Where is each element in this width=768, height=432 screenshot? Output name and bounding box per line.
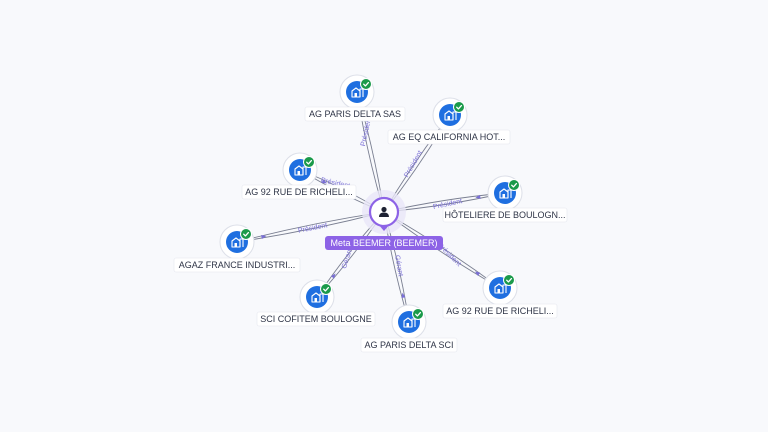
verified-check-icon bbox=[453, 101, 465, 113]
building-icon bbox=[499, 188, 512, 199]
building-icon bbox=[403, 317, 416, 328]
edge-arrow bbox=[475, 194, 481, 199]
company-node[interactable] bbox=[282, 152, 318, 188]
person-node[interactable] bbox=[362, 190, 406, 234]
company-node[interactable] bbox=[487, 175, 523, 211]
company-node-label[interactable]: AG 92 RUE DE RICHELI... bbox=[442, 303, 558, 319]
company-node-label[interactable]: AG EQ CALIFORNIA HOT... bbox=[387, 129, 511, 145]
company-node-label[interactable]: AG 92 RUE DE RICHELI... bbox=[241, 184, 357, 200]
verified-check-icon bbox=[508, 179, 520, 191]
company-name: AG PARIS DELTA SAS bbox=[309, 109, 401, 119]
company-node-label[interactable]: AG PARIS DELTA SAS bbox=[304, 106, 406, 122]
building-icon bbox=[444, 110, 457, 121]
verified-check-icon bbox=[320, 283, 332, 295]
company-name: SCI COFITEM BOULOGNE bbox=[260, 314, 372, 324]
company-node[interactable] bbox=[432, 97, 468, 133]
edge-relation-label: Président bbox=[298, 222, 328, 235]
edge-relation-label: Gérant bbox=[393, 255, 404, 277]
company-name: AG EQ CALIFORNIA HOT... bbox=[393, 132, 506, 142]
edge-arrow bbox=[321, 179, 327, 184]
building-icon bbox=[294, 165, 307, 176]
edge-relation-label: Gérant bbox=[341, 247, 354, 270]
verified-check-icon bbox=[360, 78, 372, 90]
building-icon bbox=[494, 283, 507, 294]
building-icon bbox=[231, 237, 244, 248]
person-name: Meta BEEMER (BEEMER) bbox=[330, 238, 437, 248]
company-name: AG 92 RUE DE RICHELI... bbox=[446, 306, 554, 316]
edge-relation-label: Président bbox=[403, 150, 424, 179]
nodes-layer: AG PARIS DELTA SAS AG EQ CALIFORNIA HOT..… bbox=[173, 74, 568, 353]
company-node[interactable] bbox=[299, 279, 335, 315]
company-node-label[interactable]: SCI COFITEM BOULOGNE bbox=[256, 311, 376, 327]
company-name: AGAZ FRANCE INDUSTRI... bbox=[179, 260, 296, 270]
person-label[interactable]: Meta BEEMER (BEEMER) bbox=[325, 236, 443, 250]
person-icon bbox=[379, 206, 389, 217]
company-node[interactable] bbox=[391, 304, 427, 340]
company-node[interactable] bbox=[219, 224, 255, 260]
company-node[interactable] bbox=[339, 74, 375, 110]
edge-arrow bbox=[474, 271, 481, 276]
company-node[interactable] bbox=[482, 270, 518, 306]
company-node-label[interactable]: HÔTELIERE DE BOULOGN... bbox=[442, 207, 568, 223]
company-node-label[interactable]: AG PARIS DELTA SCI bbox=[360, 337, 458, 353]
verified-check-icon bbox=[303, 156, 315, 168]
building-icon bbox=[311, 292, 324, 303]
company-name: AG PARIS DELTA SCI bbox=[364, 340, 453, 350]
edge-arrow bbox=[401, 292, 406, 299]
edge-arrow bbox=[261, 235, 267, 239]
verified-check-icon bbox=[503, 274, 515, 286]
company-name: AG 92 RUE DE RICHELI... bbox=[245, 187, 353, 197]
building-icon bbox=[351, 87, 364, 98]
company-name: HÔTELIERE DE BOULOGN... bbox=[444, 210, 565, 220]
company-node-label[interactable]: AGAZ FRANCE INDUSTRI... bbox=[173, 257, 301, 273]
verified-check-icon bbox=[412, 308, 424, 320]
center-layer: Meta BEEMER (BEEMER) bbox=[325, 190, 443, 250]
edge-arrow bbox=[330, 273, 336, 279]
verified-check-icon bbox=[240, 228, 252, 240]
